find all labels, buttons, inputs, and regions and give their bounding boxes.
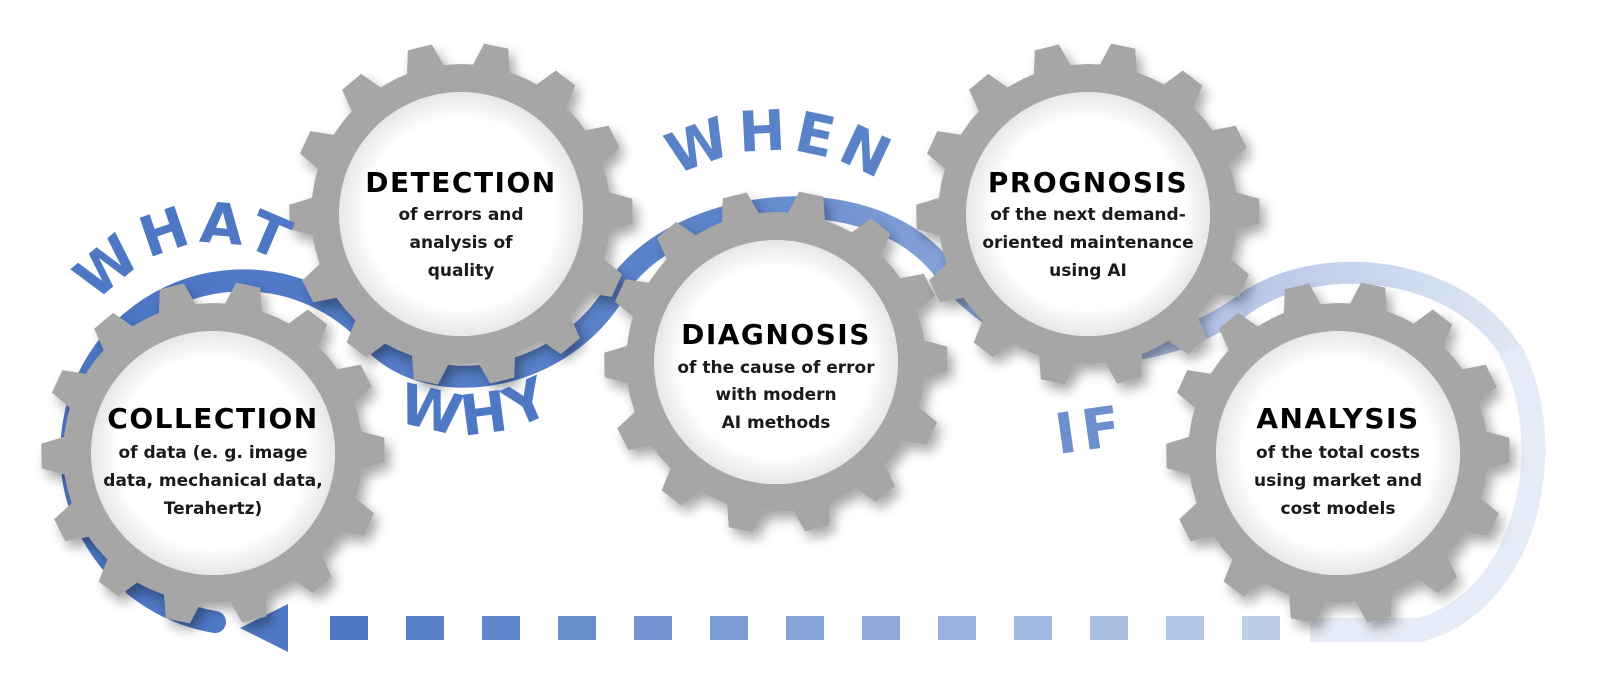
dash-segment (862, 616, 900, 640)
gear-desc-line-1: of errors and (398, 205, 523, 225)
gear-face (654, 240, 898, 484)
gear-desc-line-3: cost models (1281, 499, 1396, 519)
dash-segment (786, 616, 824, 640)
gear-face (966, 92, 1210, 336)
dash-segment (1014, 616, 1052, 640)
dash-segment (938, 616, 976, 640)
flow-path-tail (1310, 344, 1546, 642)
gear-face (339, 92, 583, 336)
gear-desc-line-3: AI methods (722, 413, 831, 433)
gear-desc-line-3: using AI (1049, 261, 1127, 281)
gear-diagnosis: DIAGNOSIS of the cause of error with mod… (604, 191, 948, 533)
dash-segment (1090, 616, 1128, 640)
return-arrow (240, 604, 1280, 652)
gear-desc-line-1: of the total costs (1256, 443, 1420, 463)
gear-face (91, 331, 335, 575)
gear-desc-line-1: of data (e. g. image (118, 443, 307, 463)
gear-desc-line-2: with modern (715, 385, 836, 405)
gear-collection: COLLECTION of data (e. g. image data, me… (41, 282, 385, 624)
gear-desc-line-1: of the next demand- (990, 205, 1186, 225)
gear-detection: DETECTION of errors and analysis of qual… (289, 43, 633, 385)
gear-desc-line-1: of the cause of error (677, 358, 875, 378)
gear-face (1216, 331, 1460, 575)
gear-desc-line-3: Terahertz) (164, 499, 263, 519)
gear-desc-line-2: analysis of (409, 233, 513, 253)
dash-segment (482, 616, 520, 640)
gear-title: COLLECTION (107, 402, 318, 435)
dash-segment (1242, 616, 1280, 640)
gear-prognosis: PROGNOSIS of the next demand- oriented m… (916, 43, 1260, 385)
dash-segment (634, 616, 672, 640)
gear-desc-line-2: data, mechanical data, (103, 471, 322, 491)
dash-segment (558, 616, 596, 640)
arrow-left-icon (240, 604, 288, 652)
dash-segment (1166, 616, 1204, 640)
gear-title: DETECTION (365, 166, 556, 199)
dash-segment (406, 616, 444, 640)
dashed-line (330, 616, 1280, 640)
gear-title: DIAGNOSIS (681, 318, 871, 351)
dash-segment (710, 616, 748, 640)
gear-desc-line-2: oriented maintenance (982, 233, 1193, 253)
gear-title: PROGNOSIS (988, 166, 1188, 199)
question-when: WHEN (658, 98, 906, 194)
gear-desc-line-3: quality (428, 261, 495, 281)
gear-analysis: ANALYSIS of the total costs using market… (1166, 282, 1510, 624)
gear-desc-line-2: using market and (1254, 471, 1422, 491)
gear-title: ANALYSIS (1256, 402, 1419, 435)
dash-segment (330, 616, 368, 640)
question-if: IF (1051, 394, 1130, 468)
